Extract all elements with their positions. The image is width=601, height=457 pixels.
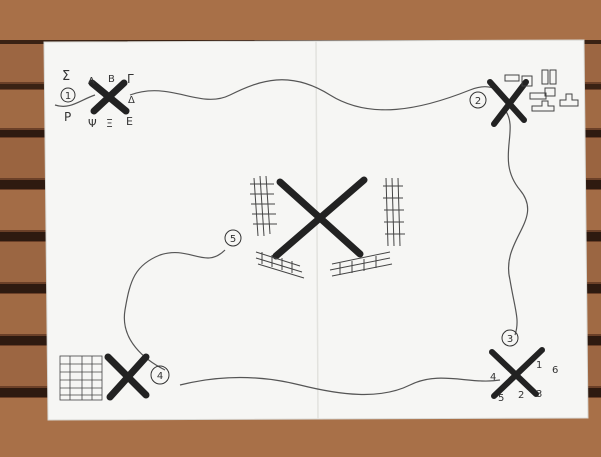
station-1-number: 1 xyxy=(65,91,71,102)
digit-1: 1 xyxy=(536,360,542,371)
station-2-number: 2 xyxy=(475,96,481,107)
station-5-number: 5 xyxy=(230,234,236,245)
glyph-delta: Δ xyxy=(128,95,135,106)
digit-6: 6 xyxy=(552,365,558,376)
digit-3: 3 xyxy=(536,389,542,400)
glyph-rho: Ρ xyxy=(64,110,71,124)
glyph-xi: Ξ xyxy=(106,117,113,130)
glyph-psi: Ψ xyxy=(88,117,97,130)
glyph-alpha: Α xyxy=(88,76,95,87)
digit-2: 2 xyxy=(518,390,524,401)
glyph-gamma: Γ xyxy=(127,72,134,86)
glyph-epsilon: Ε xyxy=(126,115,133,128)
station-3-number: 3 xyxy=(507,334,513,345)
digit-4: 4 xyxy=(490,372,496,383)
digit-5: 5 xyxy=(498,393,504,404)
glyph-sigma: Σ xyxy=(62,69,70,84)
glyph-beta: Β xyxy=(108,74,115,85)
station-4-number: 4 xyxy=(157,371,163,382)
